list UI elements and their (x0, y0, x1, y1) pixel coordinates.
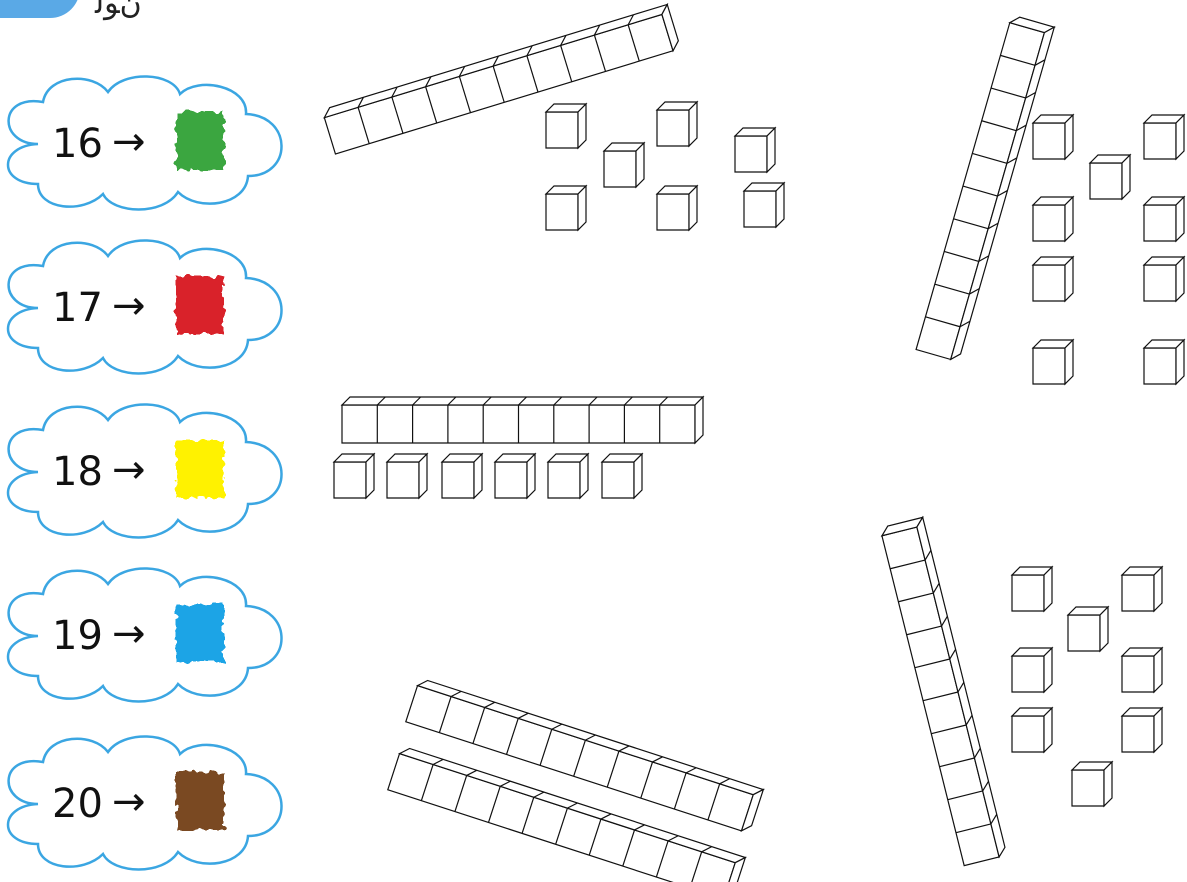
color-key-cloud: 18→ (8, 404, 282, 537)
unit-cube (1144, 197, 1184, 241)
base-ten-group-middle[interactable] (334, 397, 703, 498)
ten-rod (322, 4, 681, 154)
unit-cube (744, 183, 784, 227)
unit-cube (1033, 197, 1073, 241)
unit-cube (1033, 340, 1073, 384)
key-number: 20 (52, 781, 103, 827)
unit-cube (1122, 708, 1162, 752)
base-ten-group-19[interactable] (916, 15, 1184, 384)
arrow-icon: → (112, 283, 146, 329)
color-key-cloud: 17→ (8, 240, 282, 373)
ten-rod (916, 15, 1054, 362)
color-splash-yellow (176, 440, 224, 498)
color-splash-green (176, 112, 224, 170)
unit-cube (1072, 762, 1112, 806)
unit-cube (657, 102, 697, 146)
ten-rod (880, 517, 1007, 865)
key-number: 16 (52, 121, 103, 167)
color-key-list: 16→17→18→19→20→ (8, 76, 282, 869)
unit-cube (387, 454, 427, 498)
unit-cube (1144, 115, 1184, 159)
unit-cube (1012, 708, 1052, 752)
color-splash-blue (176, 604, 224, 662)
unit-cube (1012, 567, 1052, 611)
arrow-icon: → (112, 779, 146, 825)
ten-rod (342, 397, 703, 443)
unit-cube (546, 104, 586, 148)
color-key-cloud: 16→ (8, 76, 282, 209)
unit-cube (1122, 567, 1162, 611)
unit-cube (604, 143, 644, 187)
key-number: 17 (52, 285, 103, 331)
arrow-icon: → (112, 611, 146, 657)
key-number: 18 (52, 449, 103, 495)
unit-cube (1033, 257, 1073, 301)
unit-cube (334, 454, 374, 498)
unit-cube (657, 186, 697, 230)
unit-cube (1012, 648, 1052, 692)
unit-cube (1068, 607, 1108, 651)
color-splash-red (176, 276, 224, 334)
arrow-icon: → (112, 119, 146, 165)
color-splash-brown (176, 772, 224, 830)
unit-cube (442, 454, 482, 498)
base-ten-group-20[interactable] (388, 678, 764, 882)
key-number: 19 (52, 613, 103, 659)
arrow-icon: → (112, 447, 146, 493)
unit-cube (602, 454, 642, 498)
unit-cube (1090, 155, 1130, 199)
base-ten-group-16[interactable] (322, 4, 784, 230)
color-key-cloud: 19→ (8, 568, 282, 701)
unit-cube (1033, 115, 1073, 159)
base-ten-group-18[interactable] (880, 517, 1162, 865)
unit-cube (546, 186, 586, 230)
unit-cube (1122, 648, 1162, 692)
unit-cube (735, 128, 775, 172)
unit-cube (495, 454, 535, 498)
color-key-cloud: 20→ (8, 736, 282, 869)
unit-cube (1144, 340, 1184, 384)
unit-cube (548, 454, 588, 498)
unit-cube (1144, 257, 1184, 301)
